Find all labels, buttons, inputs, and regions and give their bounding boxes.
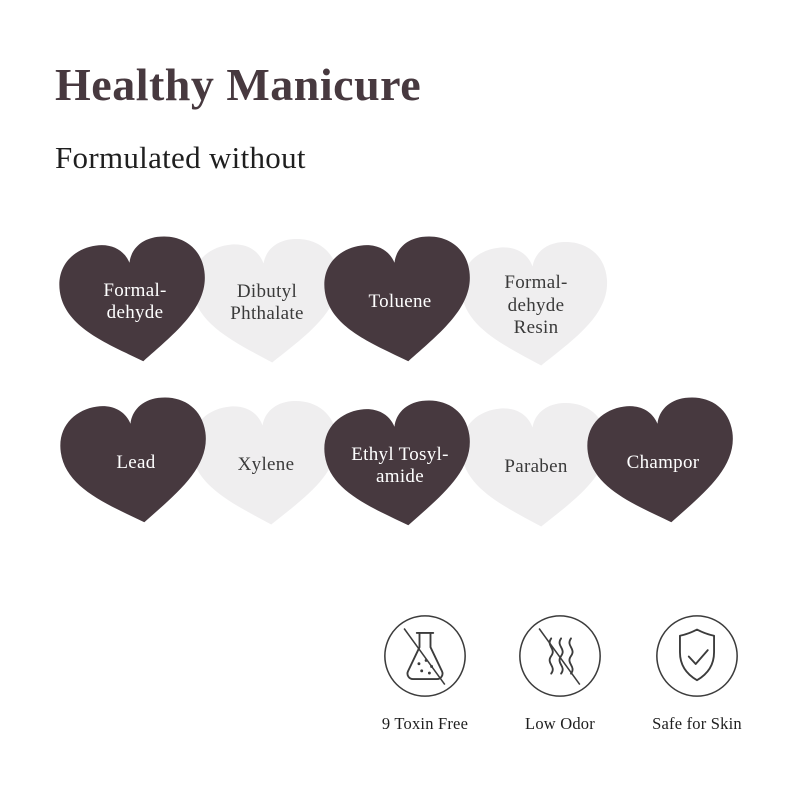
- badge-label: Safe for Skin: [652, 714, 742, 733]
- flask-slash-icon: [384, 615, 466, 697]
- odor-waves-slash-icon: [519, 615, 601, 697]
- badge-label: Low Odor: [525, 714, 595, 733]
- page-subtitle: Formulated without: [55, 140, 306, 175]
- badge-toxin-free: 9 Toxin Free: [358, 612, 492, 734]
- shield-check-icon: [656, 615, 738, 697]
- heart-icon: [314, 390, 487, 542]
- heart-champor: Champor: [585, 397, 741, 529]
- heart-icon: [577, 387, 750, 539]
- heart-icon: [49, 226, 222, 378]
- badge-label: 9 Toxin Free: [381, 714, 469, 733]
- heart-lead: Lead: [58, 397, 214, 529]
- heart-toluene: Toluene: [322, 236, 478, 368]
- badge-low-odor: Low Odor: [493, 612, 627, 734]
- page-title: Healthy Manicure: [55, 59, 422, 110]
- feature-badges: 9 Toxin Free Low Odor Safe for Skin: [0, 612, 800, 752]
- heart-icon: [314, 226, 487, 378]
- heart-icon: [50, 387, 223, 539]
- badge-safe-for-skin: Safe for Skin: [630, 612, 764, 734]
- heart-ethyl-tosylamide: Ethyl Tosyl- amide: [322, 400, 478, 532]
- heart-formaldehyde: Formal- dehyde: [57, 236, 213, 368]
